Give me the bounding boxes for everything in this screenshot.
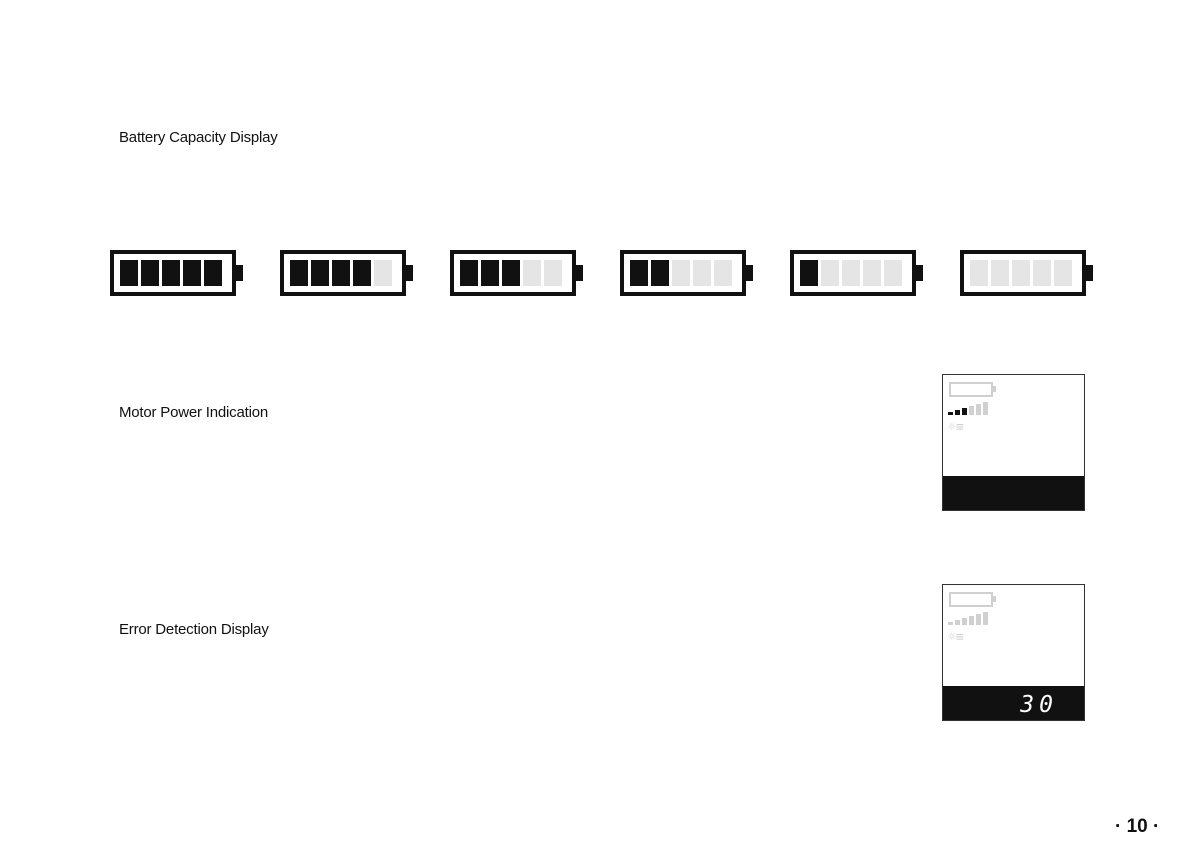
headlight-icon: ☼≡ [948, 420, 964, 435]
headlight-icon: ☼≡ [948, 630, 964, 645]
battery-cell [991, 260, 1009, 286]
battery-cell [863, 260, 881, 286]
power-bar [976, 614, 981, 625]
power-bar [976, 404, 981, 415]
battery-cell [970, 260, 988, 286]
battery-cell [884, 260, 902, 286]
battery-cell [120, 260, 138, 286]
battery-icon [280, 250, 412, 296]
motor-power-heading: Motor Power Indication [119, 404, 268, 421]
lcd-motor-power-display: ☼≡ [942, 374, 1085, 511]
battery-terminal [1086, 265, 1093, 281]
lcd-error-display: ☼≡ 30 [942, 584, 1085, 721]
battery-cell [141, 260, 159, 286]
power-bar [948, 622, 953, 625]
battery-cell [1033, 260, 1051, 286]
battery-cell [693, 260, 711, 286]
battery-icon [110, 250, 242, 296]
battery-cell [523, 260, 541, 286]
lcd-power-bars [948, 401, 988, 415]
battery-cells [120, 260, 222, 286]
battery-icon [790, 250, 922, 296]
battery-body [790, 250, 916, 296]
battery-cell [842, 260, 860, 286]
battery-body [960, 250, 1086, 296]
power-bar [983, 612, 988, 625]
battery-icon [450, 250, 582, 296]
battery-terminal [746, 265, 753, 281]
battery-cell [374, 260, 392, 286]
power-bar [948, 412, 953, 415]
battery-cell [204, 260, 222, 286]
power-bar [983, 402, 988, 415]
battery-terminal [916, 265, 923, 281]
page-number: · 10 · [1115, 816, 1159, 838]
battery-cell [332, 260, 350, 286]
battery-cell [1012, 260, 1030, 286]
battery-cell [651, 260, 669, 286]
battery-cell [800, 260, 818, 286]
lcd-info-strip [943, 476, 1084, 510]
lcd-power-bars [948, 611, 988, 625]
lcd-battery-tip [993, 386, 996, 392]
battery-capacity-heading: Battery Capacity Display [119, 129, 278, 146]
battery-cell [481, 260, 499, 286]
battery-cell [672, 260, 690, 286]
lcd-error-code: 30 [1020, 692, 1058, 718]
battery-cell [544, 260, 562, 286]
battery-cell [1054, 260, 1072, 286]
power-bar [962, 408, 967, 415]
battery-cell [311, 260, 329, 286]
lcd-battery-icon [949, 592, 993, 607]
power-bar [955, 410, 960, 415]
error-detection-heading: Error Detection Display [119, 621, 269, 638]
battery-terminal [236, 265, 243, 281]
power-bar [969, 406, 974, 415]
battery-cell [290, 260, 308, 286]
power-bar [955, 620, 960, 625]
lcd-battery-icon [949, 382, 993, 397]
power-bar [969, 616, 974, 625]
battery-cell [162, 260, 180, 286]
battery-body [450, 250, 576, 296]
battery-terminal [406, 265, 413, 281]
battery-cell [460, 260, 478, 286]
power-bar [962, 618, 967, 625]
battery-cell [353, 260, 371, 286]
battery-cells [460, 260, 562, 286]
lcd-battery-tip [993, 596, 996, 602]
battery-cells [290, 260, 392, 286]
battery-cell [630, 260, 648, 286]
battery-body [620, 250, 746, 296]
battery-body [110, 250, 236, 296]
battery-icon [960, 250, 1092, 296]
lcd-error-strip: 30 [943, 686, 1084, 720]
battery-cell [183, 260, 201, 286]
battery-cell [821, 260, 839, 286]
battery-cells [970, 260, 1072, 286]
battery-cells [800, 260, 902, 286]
battery-icon [620, 250, 752, 296]
battery-cell [714, 260, 732, 286]
battery-cell [502, 260, 520, 286]
battery-body [280, 250, 406, 296]
battery-cells [630, 260, 732, 286]
battery-terminal [576, 265, 583, 281]
